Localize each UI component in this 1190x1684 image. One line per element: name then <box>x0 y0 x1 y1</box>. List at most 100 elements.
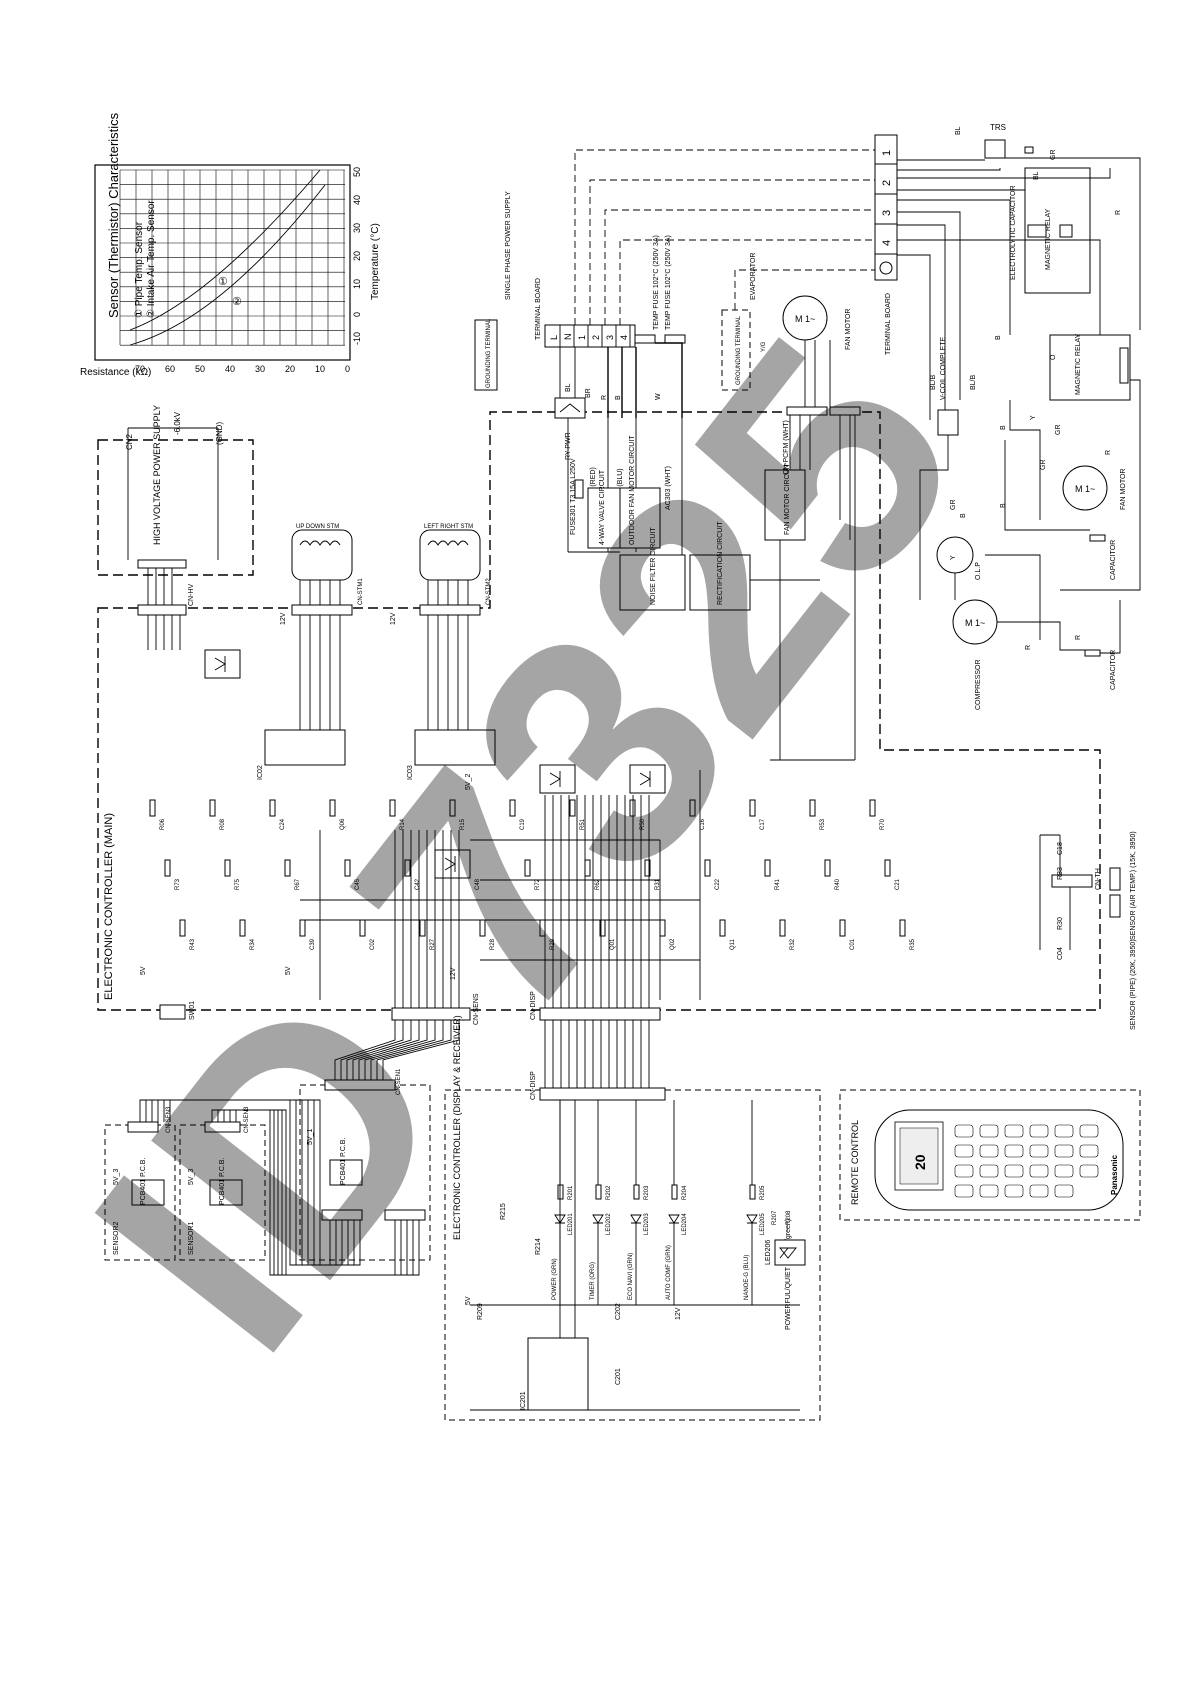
curve-label-2: ② <box>232 296 242 308</box>
ob-pin-label: 1 <box>881 150 893 156</box>
chart-x-label: Temperature (°C) <box>370 223 381 300</box>
resistor <box>629 799 636 817</box>
sens-link <box>364 1020 436 1080</box>
resistor <box>209 799 216 817</box>
wire-color-label: BL/B <box>970 374 977 390</box>
relay-label: RY-PWR <box>565 432 572 460</box>
hv-label: HIGH VOLTAGE POWER SUPPLY <box>152 405 162 545</box>
display-label: ELECTRONIC CONTROLLER (DISPLAY & RECEIVE… <box>452 1015 462 1240</box>
block-rectification <box>689 554 751 611</box>
block-fan-motor-label: FAN MOTOR CIRCUIT <box>784 462 791 535</box>
outdoor-wire <box>1009 400 1041 520</box>
chart-y-tick: 10 <box>315 364 325 374</box>
dash-wire-3 <box>604 209 875 325</box>
part-label: R67 <box>295 878 301 890</box>
wire-color-label: R <box>1105 450 1112 455</box>
outdoor-wire <box>897 224 946 410</box>
transistor-box <box>539 764 576 794</box>
sensor2-cn: CN-SEN3 <box>166 1106 172 1133</box>
ic201-label: IC201 <box>520 1391 527 1410</box>
outdoor-wire <box>897 168 1111 179</box>
wire-color-label: R <box>1025 645 1032 650</box>
sens-link <box>358 1020 428 1080</box>
sens-link <box>352 1020 420 1080</box>
remote-button <box>954 1184 974 1198</box>
chart-y-tick: 20 <box>285 364 295 374</box>
main-controller: ELECTRONIC CONTROLLER (MAIN) HIGH VOLTAG… <box>97 397 1102 1088</box>
part-label: C24 <box>280 818 286 830</box>
sens-link <box>334 1020 396 1080</box>
voltage-label: 12V <box>390 612 397 625</box>
stm2-label: LEFT RIGHT STM <box>424 524 473 530</box>
part-label: C19 <box>520 818 526 830</box>
outdoor-wire <box>1004 440 1090 531</box>
fuse301 <box>574 479 584 499</box>
watermark: ID 7325 <box>24 275 1026 1413</box>
display-controller: ELECTRONIC CONTROLLER (DISPLAY & RECEIVE… <box>444 1015 821 1421</box>
ic201 <box>527 1337 589 1411</box>
sensor-wire <box>139 1099 331 1266</box>
v-coil <box>937 409 959 436</box>
sensor-wire <box>157 1099 349 1266</box>
sensor-wire <box>235 1109 420 1276</box>
part-label: C48 <box>475 878 481 890</box>
outdoor-wire <box>997 621 1085 651</box>
led-symbol <box>592 1214 604 1224</box>
tb-pin-label: 2 <box>591 335 601 340</box>
part-label: C21 <box>895 878 901 890</box>
wire-color-label: B <box>995 335 1002 340</box>
mag-relay-label-2: MAGNETIC RELAY <box>1075 333 1082 395</box>
transistor <box>639 771 651 787</box>
part-label: R34 <box>250 938 256 950</box>
tb-w <box>655 342 683 418</box>
dash-wire-5 <box>734 269 875 310</box>
cn-th <box>1051 874 1093 888</box>
part-label: Q01 <box>610 938 616 950</box>
led-resistor-label: R205 <box>760 1185 766 1200</box>
led-id: LED203 <box>644 1213 650 1235</box>
sens-link <box>382 1020 460 1080</box>
resistor <box>179 919 186 937</box>
voltage-label: 5V <box>285 966 292 975</box>
main-controller-label: ELECTRONIC CONTROLLER (MAIN) <box>103 813 115 1000</box>
ic02 <box>264 729 346 766</box>
wire-color-label: B <box>615 395 622 400</box>
power-supply-label: SINGLE PHASE POWER SUPPLY <box>505 191 512 300</box>
outdoor-wire <box>897 239 1101 335</box>
sensor-wire <box>211 1109 396 1276</box>
led-symbol <box>668 1214 680 1224</box>
chart-y-tick: 50 <box>195 364 205 374</box>
chart-y-tick: 60 <box>165 364 175 374</box>
part-label: R72 <box>535 878 541 890</box>
remote-button <box>1029 1144 1049 1158</box>
part-label: R75 <box>235 878 241 890</box>
sensor-wire <box>151 1099 343 1266</box>
part-label: R41 <box>775 878 781 890</box>
outdoor-wire <box>897 211 961 400</box>
part-label: R31 <box>655 878 661 890</box>
part-label: Q02 <box>670 938 676 950</box>
resistor <box>884 859 891 877</box>
resistor <box>764 859 771 877</box>
dash-wire-1 <box>574 149 875 325</box>
led206-label: LED206 <box>765 1240 772 1265</box>
cn-sens-main-label: CN-SENS <box>473 993 480 1025</box>
resistor <box>344 859 351 877</box>
remote-control: REMOTE CONTROL 20 Panasonic <box>839 1089 1141 1221</box>
resistor <box>719 919 726 937</box>
part-label: C01 <box>850 938 856 950</box>
chart-x-tick: 50 <box>352 167 362 177</box>
wire-color-label: R <box>1075 635 1082 640</box>
c04-label: C04 <box>1057 947 1064 960</box>
remote-button <box>954 1164 974 1178</box>
chart-x-tick: 10 <box>352 279 362 289</box>
r214-label: R214 <box>535 1238 542 1255</box>
remote-button <box>979 1164 999 1178</box>
grounding-label: GROUNDING TERMINAL <box>486 318 492 388</box>
voltage-label: 5V_2 <box>465 774 472 790</box>
compressor-symbol: M 1~ <box>965 618 985 628</box>
remote-button <box>1004 1184 1024 1198</box>
remote-button <box>979 1184 999 1198</box>
terminal-board-outdoor <box>874 134 898 281</box>
chart-y-tick: 40 <box>225 364 235 374</box>
